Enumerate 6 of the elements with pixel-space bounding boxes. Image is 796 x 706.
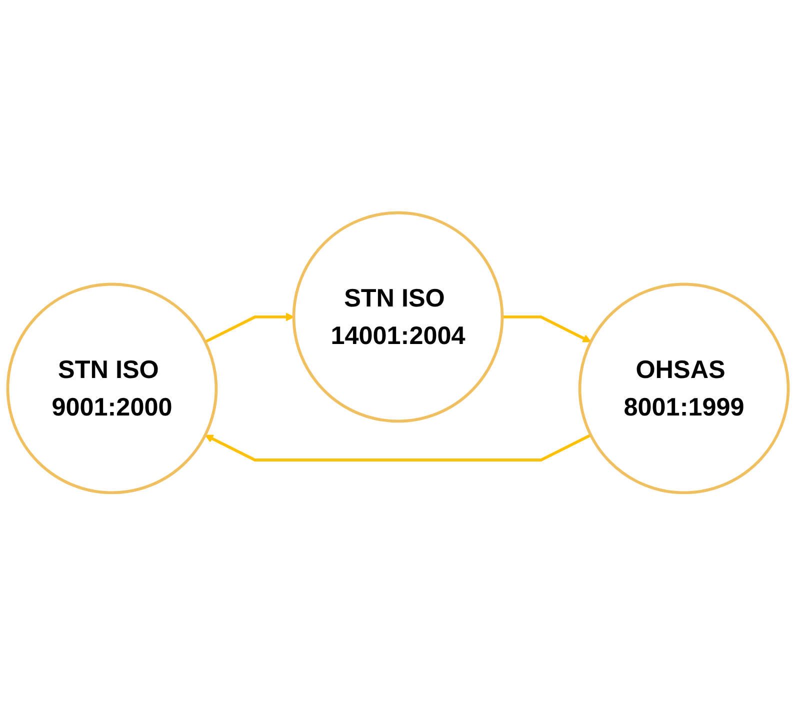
node-circle: STN ISO 9001:2000 [6,283,218,494]
arrow [204,312,294,344]
node-circle: STN ISO 14001:2004 [292,212,504,423]
arrow [502,316,592,343]
node-circle: OHSAS 8001:1999 [578,283,790,494]
arrow [204,434,592,462]
